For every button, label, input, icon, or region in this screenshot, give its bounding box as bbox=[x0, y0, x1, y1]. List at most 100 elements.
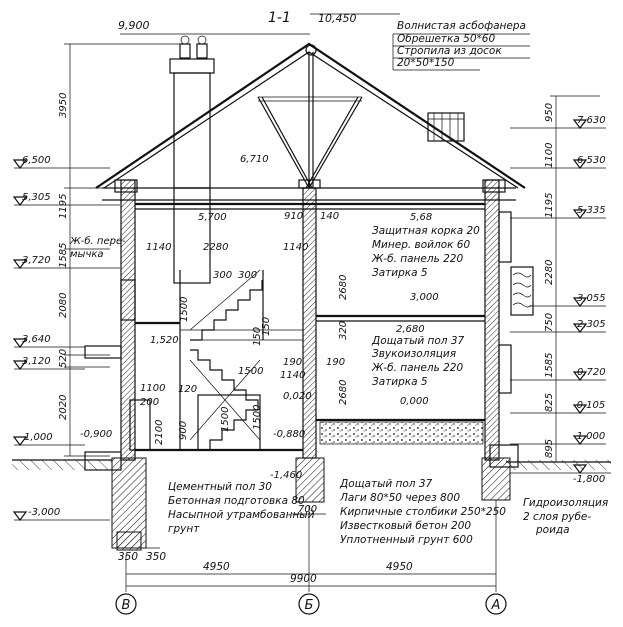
section-title: 1-1 bbox=[268, 10, 291, 26]
level-mark: 1,000 bbox=[24, 432, 53, 443]
dim-text: 3950 bbox=[58, 93, 69, 118]
level-mark: 7,630 bbox=[577, 115, 606, 126]
level-mark: 2,305 bbox=[577, 319, 606, 330]
axis-label: А bbox=[491, 598, 501, 613]
lintel-note: Ж-б. пере- мычка bbox=[69, 235, 126, 260]
walls bbox=[114, 179, 534, 461]
right-levels: 7,630 6,530 5,335 3,055 2,305 0,720 -0,1… bbox=[573, 115, 606, 485]
dim-text: 520 bbox=[58, 349, 69, 368]
dim-text: 1500 bbox=[238, 366, 263, 377]
dim-text: 150 bbox=[261, 317, 272, 336]
dim-text: 320 bbox=[338, 321, 349, 340]
ground-floor-spec-line: Известковый бетон 200 bbox=[340, 520, 471, 532]
dim-text: 2280 bbox=[544, 260, 555, 285]
roof-spec-line: 20*50*150 bbox=[397, 57, 455, 69]
inner-dims: 910 140 1140 2280 1140 300 300 1500 150 … bbox=[140, 211, 349, 515]
dim-text: 1500 bbox=[179, 297, 190, 322]
level-mark: 3,720 bbox=[22, 255, 51, 266]
dim-text: 200 bbox=[140, 397, 159, 408]
right-vertical-dims: 950 1100 1195 2280 750 1585 825 895 bbox=[544, 103, 555, 458]
level-mark: 6,530 bbox=[577, 155, 606, 166]
level-mark: 5,68 bbox=[410, 212, 432, 223]
lintel-note-line: мычка bbox=[70, 249, 104, 260]
inner-levels: 6,710 5,700 5,68 3,000 2,680 1,520 0,020… bbox=[80, 154, 439, 481]
first-floor-spec-line: Звукоизоляция bbox=[372, 348, 456, 360]
level-mark: 6,500 bbox=[22, 155, 51, 166]
waterproofing-note: Гидроизоляция 2 слоя рубе- роида bbox=[523, 497, 608, 536]
dim-text: 150 bbox=[252, 327, 263, 346]
level-mark: -1,460 bbox=[270, 470, 302, 481]
level-mark: 0,020 bbox=[283, 391, 312, 402]
dim-text: 140 bbox=[320, 211, 339, 222]
dim-text: 1100 bbox=[140, 383, 165, 394]
ground-floor-spec-line: Кирпичные столбики 250*250 bbox=[340, 506, 506, 518]
ground-floor-spec: Дощатый пол 37 Лаги 80*50 через 800 Кирп… bbox=[339, 478, 506, 546]
waterproofing-note-line: Гидроизоляция bbox=[523, 497, 608, 509]
level-mark: -1,800 bbox=[573, 474, 605, 485]
dim-text: 190 bbox=[326, 357, 345, 368]
dim-text: 900 bbox=[178, 421, 189, 440]
attic-spec-line: Минер. войлок 60 bbox=[372, 239, 470, 251]
dim-text: 4950 bbox=[386, 561, 413, 573]
level-mark: 5,305 bbox=[22, 192, 51, 203]
level-mark: 1,520 bbox=[150, 335, 179, 346]
basement-spec-line: Насыпной утрамбованный bbox=[168, 509, 315, 521]
level-mark: 3,120 bbox=[22, 356, 51, 367]
dim-text: 1195 bbox=[544, 193, 555, 218]
axis-label: Б bbox=[305, 598, 314, 613]
dim-text: 2680 bbox=[338, 380, 349, 405]
level-mark: 6,710 bbox=[240, 154, 269, 165]
basement-floor-spec: Цементный пол 30 Бетонная подготовка 80 … bbox=[168, 481, 315, 535]
dimension-lines bbox=[64, 13, 600, 615]
ridge-level: 10,450 bbox=[318, 12, 357, 25]
dim-text: 825 bbox=[544, 393, 555, 412]
level-mark: 5,335 bbox=[577, 205, 606, 216]
attic-floor-spec: Защитная корка 20 Минер. войлок 60 Ж-б. … bbox=[371, 225, 480, 279]
dim-text: 750 bbox=[544, 313, 555, 332]
dim-text: 2100 bbox=[154, 420, 165, 445]
dim-text: 700 bbox=[298, 504, 317, 515]
dim-text: 300 bbox=[238, 270, 257, 281]
level-mark: 0,720 bbox=[577, 367, 606, 378]
dim-text: 2080 bbox=[58, 293, 69, 318]
dim-text: 2680 bbox=[338, 275, 349, 300]
attic-spec-line: Ж-б. панель 220 bbox=[371, 253, 463, 265]
dim-text: 910 bbox=[284, 211, 303, 222]
level-mark: -3,000 bbox=[28, 507, 60, 518]
dim-text: 2020 bbox=[58, 395, 69, 420]
first-floor-spec-line: Дощатый пол 37 bbox=[371, 335, 465, 347]
dim-text: 895 bbox=[544, 439, 555, 458]
dim-text: 4950 bbox=[203, 561, 230, 573]
dim-text: 1585 bbox=[544, 353, 555, 378]
foundations bbox=[12, 444, 611, 551]
lintel-note-line: Ж-б. пере- bbox=[69, 235, 126, 247]
level-mark: 3,000 bbox=[410, 292, 439, 303]
roof-spec-line: Стропила из досок bbox=[397, 45, 502, 57]
dim-text: 1195 bbox=[58, 194, 69, 219]
waterproofing-note-line: 2 слоя рубе- bbox=[523, 511, 591, 523]
attic-spec-line: Затирка 5 bbox=[372, 267, 428, 279]
basement-spec-line: Цементный пол 30 bbox=[168, 481, 272, 493]
level-mark: 3,055 bbox=[577, 293, 606, 304]
ground-floor-spec-line: Уплотненный грунт 600 bbox=[340, 534, 473, 546]
dim-text: 1140 bbox=[280, 370, 305, 381]
dormer bbox=[427, 112, 465, 142]
bottom-dims: 350 350 4950 4950 9900 bbox=[118, 551, 413, 585]
dim-text: 1500 bbox=[220, 407, 231, 432]
level-mark: 2,680 bbox=[396, 324, 425, 335]
stair bbox=[84, 269, 303, 451]
dim-text: 950 bbox=[544, 103, 555, 122]
dim-text: 1500 bbox=[252, 405, 263, 430]
ground-floor-spec-line: Дощатый пол 37 bbox=[339, 478, 433, 490]
first-floor-spec: Дощатый пол 37 Звукоизоляция Ж-б. панель… bbox=[371, 335, 465, 388]
level-mark: -0,105 bbox=[573, 400, 605, 411]
level-markers bbox=[12, 119, 611, 521]
level-mark: -0,900 bbox=[80, 429, 112, 440]
axis-label: В bbox=[122, 598, 131, 613]
level-mark: 0,000 bbox=[400, 396, 429, 407]
roof-spec-line: Волнистая асбофанера bbox=[397, 20, 526, 32]
basement-spec-line: грунт bbox=[168, 523, 200, 535]
chimney-top-level: 9,900 bbox=[118, 19, 150, 32]
roof bbox=[95, 42, 526, 201]
level-mark: 5,700 bbox=[198, 212, 227, 223]
